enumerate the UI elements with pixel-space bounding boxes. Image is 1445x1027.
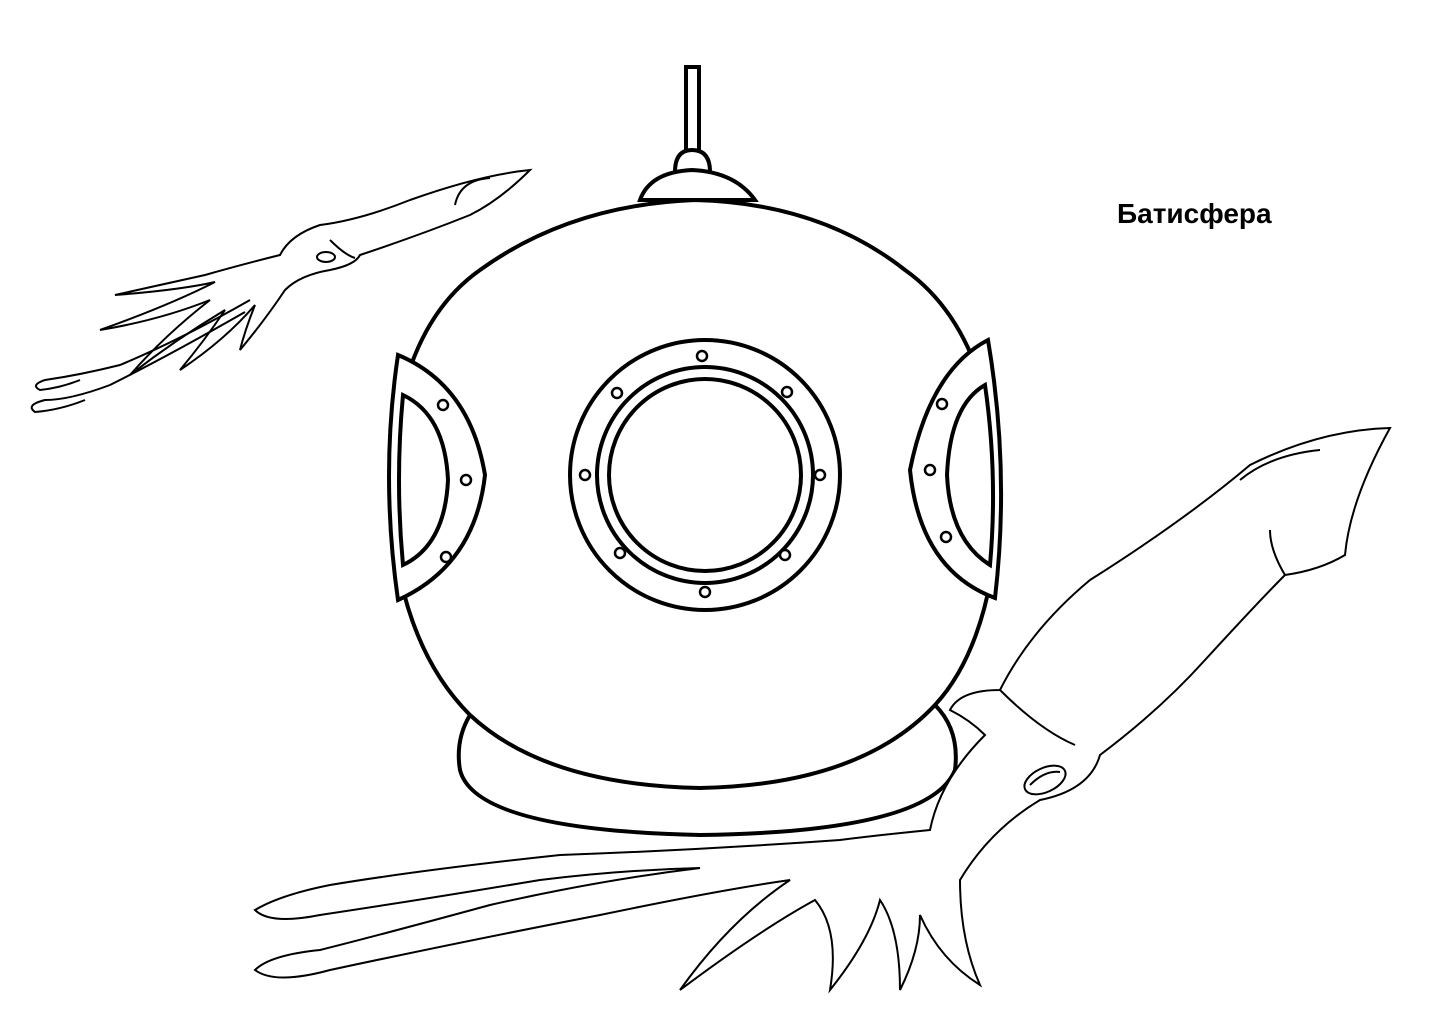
small-squid [30,168,533,414]
page-title: Батисфера [1117,198,1272,229]
porthole-bolts [578,349,827,599]
top-fitting [637,147,759,202]
large-squid [253,426,1392,994]
left-side-window [387,352,488,603]
cable [684,65,701,159]
center-porthole [568,338,842,612]
right-side-window [907,336,1004,601]
